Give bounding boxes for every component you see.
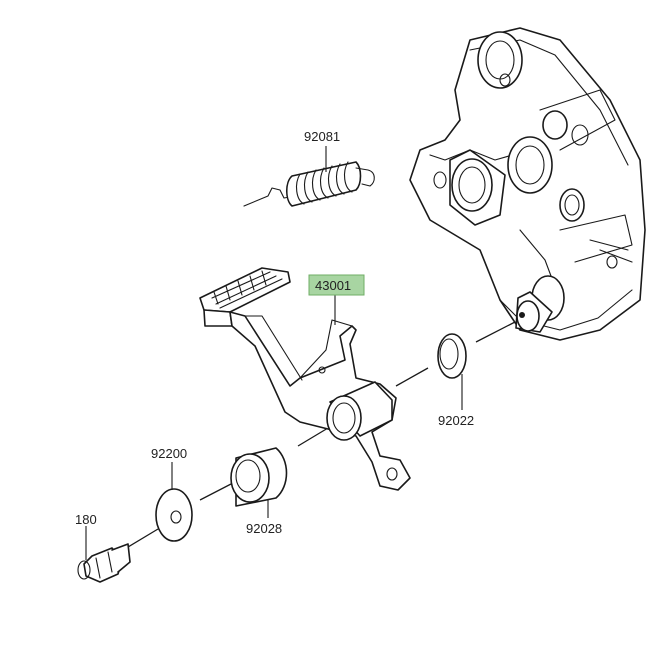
shim-washer bbox=[437, 333, 467, 379]
label-spring[interactable]: 92081 bbox=[304, 129, 340, 144]
footrest-bracket bbox=[409, 27, 646, 341]
return-spring bbox=[243, 161, 375, 207]
pivot-axis bbox=[117, 321, 516, 554]
label-washer[interactable]: 92200 bbox=[151, 446, 187, 461]
flange-bolt bbox=[77, 543, 131, 583]
highlight-box bbox=[308, 274, 365, 296]
leader-lines bbox=[85, 146, 463, 560]
label-bolt[interactable]: 180 bbox=[75, 512, 97, 527]
collar-sleeve bbox=[230, 447, 288, 507]
label-pedal[interactable]: 43001 bbox=[315, 278, 351, 293]
brake-pedal bbox=[199, 267, 411, 491]
label-collar[interactable]: 92028 bbox=[246, 521, 282, 536]
flat-washer bbox=[155, 488, 193, 542]
part-labels: 92081 43001 92022 92200 92028 180 bbox=[75, 129, 474, 536]
label-shim[interactable]: 92022 bbox=[438, 413, 474, 428]
